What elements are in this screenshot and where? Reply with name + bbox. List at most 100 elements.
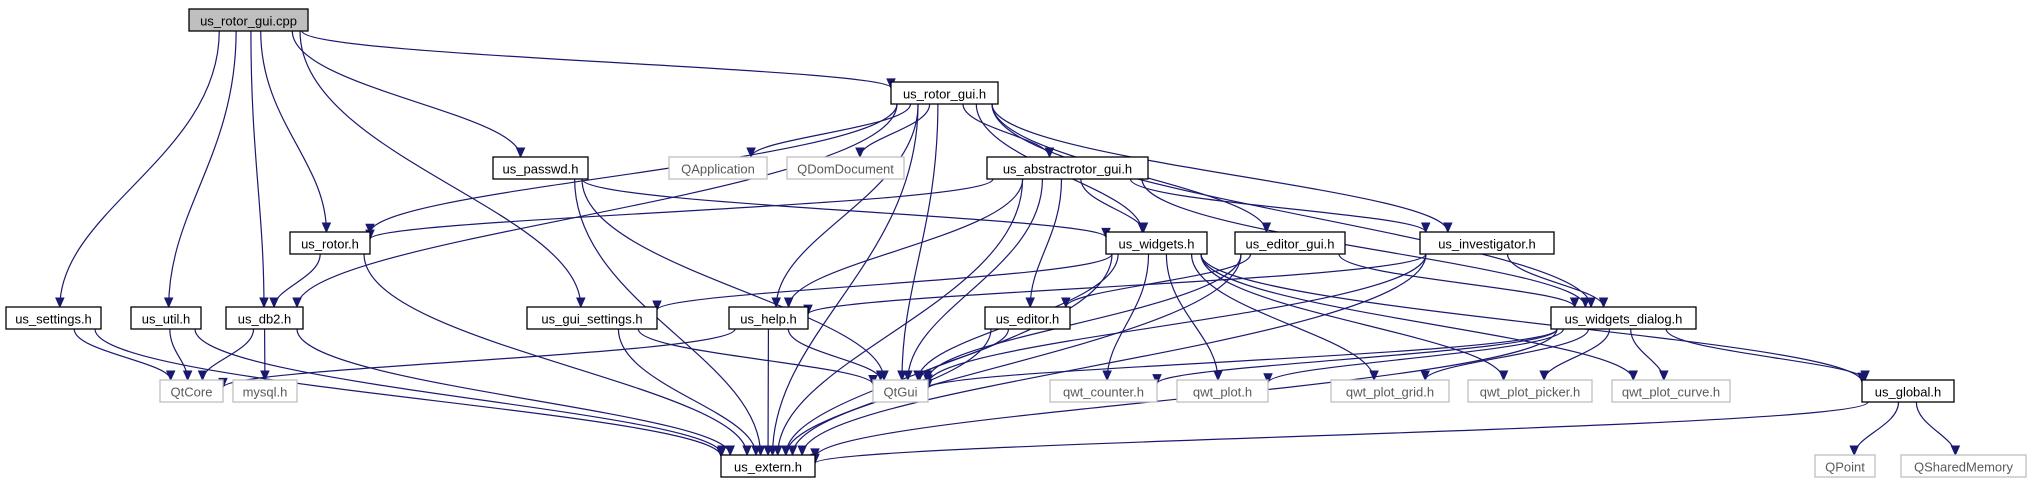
node-qpoint: QPoint bbox=[1814, 454, 1876, 478]
node-investigator[interactable]: us_investigator.h bbox=[1419, 231, 1555, 255]
edge-arrowhead bbox=[197, 370, 208, 382]
edge-arrowhead bbox=[725, 445, 735, 457]
edge-rotorgui-to-abstract bbox=[962, 103, 1055, 159]
edge-util-to-extern bbox=[194, 328, 727, 457]
edge-line bbox=[1665, 328, 1866, 381]
edge-util-to-qtcore bbox=[169, 328, 193, 382]
node-box bbox=[720, 454, 816, 478]
node-extern[interactable]: us_extern.h bbox=[720, 454, 816, 478]
edge-line bbox=[656, 253, 1113, 311]
edge-line bbox=[1506, 253, 1605, 308]
node-util[interactable]: us_util.h bbox=[130, 306, 202, 330]
edge-line bbox=[1200, 253, 1505, 381]
node-help[interactable]: us_help.h bbox=[728, 306, 809, 330]
edge-arrowhead bbox=[182, 370, 193, 382]
node-widgets[interactable]: us_widgets.h bbox=[1105, 231, 1208, 255]
node-label: us_abstractrotor_gui.h bbox=[1003, 162, 1132, 177]
node-label: us_gui_settings.h bbox=[541, 312, 642, 327]
node-box bbox=[188, 8, 309, 32]
node-label: us_widgets.h bbox=[1119, 237, 1195, 252]
edge-line bbox=[369, 103, 898, 234]
edge-wdialog-to-plotcurve bbox=[1630, 328, 1669, 382]
edge-arrowhead bbox=[1628, 370, 1639, 382]
node-counter: qwt_counter.h bbox=[1049, 379, 1158, 403]
edge-editorgui-to-wdialog bbox=[1338, 253, 1580, 309]
edge-arrowhead bbox=[1025, 297, 1035, 309]
node-guisettings[interactable]: us_gui_settings.h bbox=[526, 306, 658, 330]
node-plotpicker: qwt_plot_picker.h bbox=[1467, 379, 1593, 403]
node-qtgui: QtGui bbox=[872, 379, 929, 403]
node-box bbox=[1234, 231, 1346, 255]
edge-arrowhead bbox=[1152, 374, 1162, 385]
node-rotorgui[interactable]: us_rotor_gui.h bbox=[890, 81, 999, 105]
edge-line bbox=[59, 30, 220, 308]
edge-cpp-to-settings bbox=[55, 30, 220, 309]
edge-line bbox=[369, 178, 994, 240]
node-box bbox=[130, 306, 202, 330]
edge-line bbox=[814, 401, 1869, 464]
edge-line bbox=[1424, 328, 1590, 381]
edge-rotorgui-to-qtgui bbox=[897, 103, 939, 382]
edge-arrowhead bbox=[914, 370, 925, 382]
edge-arrowhead bbox=[1849, 445, 1859, 457]
node-label: us_passwd.h bbox=[503, 162, 579, 177]
node-box bbox=[1611, 379, 1731, 403]
node-abstract[interactable]: us_abstractrotor_gui.h bbox=[986, 156, 1149, 180]
edge-arrowhead bbox=[751, 445, 761, 457]
edge-arrowhead bbox=[269, 297, 279, 309]
edge-arrowhead bbox=[1102, 370, 1112, 382]
node-label: us_rotor.h bbox=[301, 237, 359, 252]
edge-arrowhead bbox=[855, 147, 865, 159]
edge-line bbox=[750, 103, 912, 158]
node-box bbox=[872, 379, 929, 403]
edge-arrowhead bbox=[903, 370, 913, 382]
edge-abstract-to-qtgui bbox=[903, 178, 1044, 382]
edge-arrowhead bbox=[783, 297, 794, 309]
node-box bbox=[1419, 231, 1555, 255]
edge-line bbox=[73, 328, 172, 381]
node-box bbox=[786, 156, 905, 180]
edge-arrowhead bbox=[576, 297, 586, 309]
node-editorgui[interactable]: us_editor_gui.h bbox=[1234, 231, 1346, 255]
edge-line bbox=[94, 328, 722, 457]
node-rotor[interactable]: us_rotor.h bbox=[289, 231, 371, 255]
node-editor[interactable]: us_editor.h bbox=[984, 306, 1071, 330]
edge-line bbox=[581, 178, 1107, 238]
edge-line bbox=[168, 30, 237, 308]
edge-arrowhead bbox=[321, 222, 332, 234]
edge-line bbox=[927, 328, 1558, 389]
edge-arrowhead bbox=[1860, 370, 1870, 382]
edge-cpp-to-guisettings bbox=[299, 30, 586, 309]
node-box bbox=[984, 306, 1071, 330]
node-label: QtGui bbox=[884, 385, 918, 400]
edge-line bbox=[296, 328, 731, 456]
node-label: us_help.h bbox=[740, 312, 796, 327]
node-settings[interactable]: us_settings.h bbox=[5, 306, 102, 330]
node-wdialog[interactable]: us_widgets_dialog.h bbox=[1550, 306, 1697, 330]
edge-abstract-to-rotor bbox=[365, 178, 994, 241]
edge-arrowhead bbox=[1539, 370, 1549, 382]
node-label: QApplication bbox=[681, 162, 755, 177]
edge-cpp-to-util bbox=[163, 30, 237, 309]
edge-abstract-to-extern bbox=[772, 178, 1024, 457]
edge-line bbox=[1106, 253, 1150, 381]
edge-arrowhead bbox=[875, 370, 886, 382]
node-box bbox=[1861, 379, 1955, 403]
edge-arrowhead bbox=[1263, 373, 1273, 384]
edge-editorgui-to-editor bbox=[1061, 253, 1252, 309]
node-passwd[interactable]: us_passwd.h bbox=[492, 156, 589, 180]
node-cpp[interactable]: us_rotor_gui.cpp bbox=[188, 8, 309, 32]
node-box bbox=[668, 156, 768, 180]
edge-rotorgui-to-investigator bbox=[991, 103, 1453, 234]
edge-wdialog-to-counter bbox=[1152, 328, 1558, 385]
edge-line bbox=[581, 178, 885, 381]
edge-line bbox=[222, 328, 736, 388]
node-box bbox=[1467, 379, 1593, 403]
node-box bbox=[1330, 379, 1450, 403]
edge-global-to-qshared bbox=[1915, 401, 1961, 457]
edge-arrowhead bbox=[1580, 297, 1591, 309]
node-db2[interactable]: us_db2.h bbox=[225, 306, 304, 330]
node-label: QtCore bbox=[171, 385, 213, 400]
node-box bbox=[159, 379, 224, 403]
node-global[interactable]: us_global.h bbox=[1861, 379, 1955, 403]
